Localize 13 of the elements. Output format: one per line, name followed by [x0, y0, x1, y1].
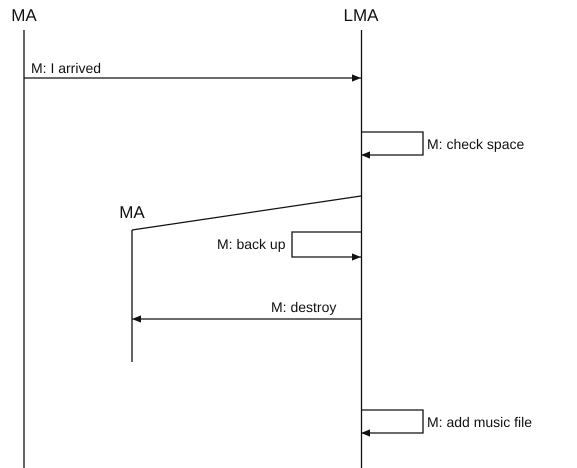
participant-label: LMA [344, 6, 378, 26]
message-label: M: back up [216, 236, 286, 252]
message-arrow [24, 74, 361, 82]
message-label: M: destroy [270, 299, 338, 315]
message-label: M: I arrived [30, 60, 102, 76]
message-label: M: add music file [426, 414, 534, 430]
message-arrow [361, 409, 424, 437]
message-arrow [361, 131, 424, 159]
message-arrow [291, 231, 361, 261]
participant-label: MA [119, 203, 145, 223]
message-label: M: check space [426, 136, 526, 152]
participant-label: MA [11, 6, 37, 26]
message-arrow [132, 315, 361, 323]
